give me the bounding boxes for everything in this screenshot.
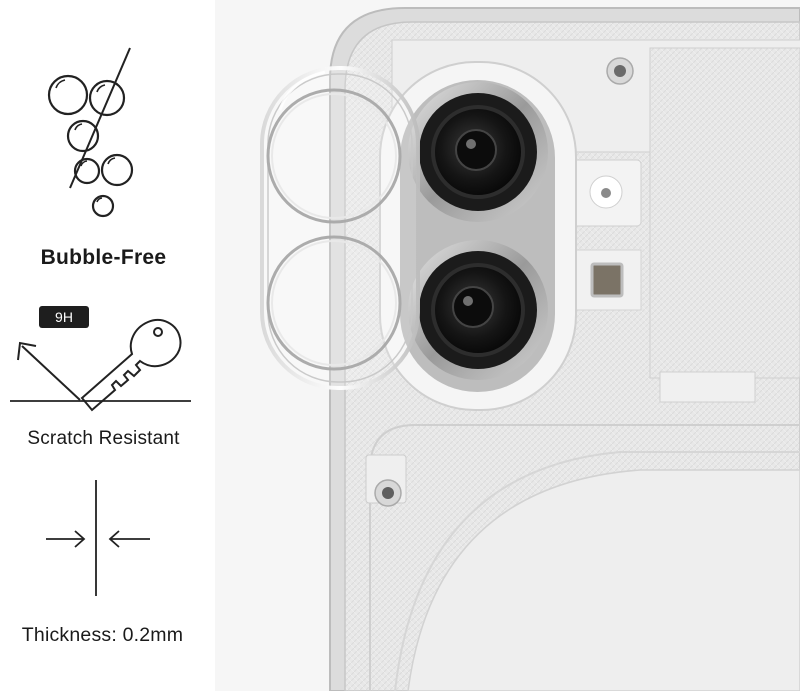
feature-panel: Bubble-Free 9H Scratch Resistant Thickne… bbox=[0, 0, 215, 691]
product-photo bbox=[215, 0, 800, 691]
bubble-free-label: Bubble-Free bbox=[40, 246, 167, 269]
thickness-label: Thickness: 0.2mm bbox=[21, 624, 184, 646]
thickness-arrows-icon bbox=[46, 480, 150, 596]
key-scratch-icon bbox=[10, 306, 191, 412]
hardness-badge: 9H bbox=[55, 309, 73, 325]
badge-bg bbox=[39, 306, 89, 328]
scratch-resistant-label: Scratch Resistant bbox=[27, 428, 180, 449]
bubbles-icon bbox=[47, 47, 134, 218]
